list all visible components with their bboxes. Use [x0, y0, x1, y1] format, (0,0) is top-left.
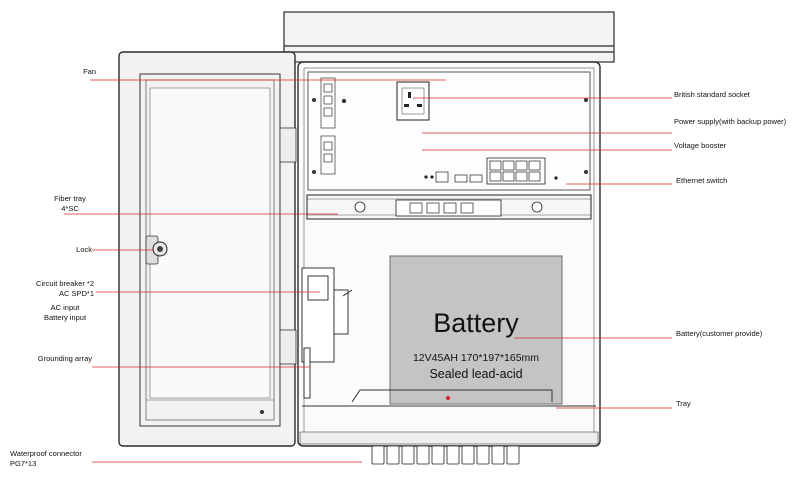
label-circuit-breaker: Circuit breaker *2 [36, 279, 94, 288]
label-waterproof-count: PG7*13 [10, 458, 37, 468]
label-tray: Tray [676, 399, 691, 408]
label-fiber-tray-title: Fiber tray [54, 194, 86, 203]
label-fiber-tray: Fiber tray 4*SC [34, 194, 106, 213]
waterproof-connectors [371, 445, 520, 465]
battery-box [389, 255, 563, 405]
cabinet-roof [283, 11, 615, 63]
equipment-plate [307, 71, 591, 191]
leader-lines [64, 79, 672, 463]
label-battery-customer: Battery(customer provide) [676, 329, 763, 338]
british-socket [396, 81, 430, 121]
label-circuit-breaker-group: Circuit breaker *2 AC SPD*1 [14, 279, 94, 298]
label-battery-input: Battery input [43, 312, 87, 322]
label-ethernet-switch: Ethernet switch [676, 176, 728, 185]
label-ac-spd: AC SPD*1 [58, 288, 94, 298]
label-waterproof-connector: Waterproof connector [10, 449, 82, 458]
label-grounding: Grounding array [37, 354, 92, 363]
label-power-supply: Power supply(with backup power) [674, 117, 787, 126]
din-modules [320, 77, 347, 175]
battery-title: Battery [433, 308, 519, 338]
battery-tray [302, 389, 596, 407]
circuit-breaker-bracket [301, 267, 353, 399]
ethernet-switch [424, 157, 558, 185]
label-fan: Fan [83, 67, 96, 76]
door [118, 51, 297, 447]
battery-spec: 12V45AH 170*197*165mm [412, 352, 540, 364]
label-input-group: AC input Battery input [30, 303, 100, 322]
fiber-tray [306, 194, 592, 220]
label-voltage-booster: Voltage booster [674, 141, 727, 150]
label-lock: Lock [76, 245, 92, 254]
battery-type: Sealed lead-acid [429, 367, 523, 381]
label-socket: British standard socket [674, 90, 750, 99]
label-waterproof-group: Waterproof connector PG7*13 [10, 449, 116, 468]
label-fiber-tray-count: 4*SC [61, 203, 79, 213]
label-ac-input: AC input [50, 303, 80, 312]
